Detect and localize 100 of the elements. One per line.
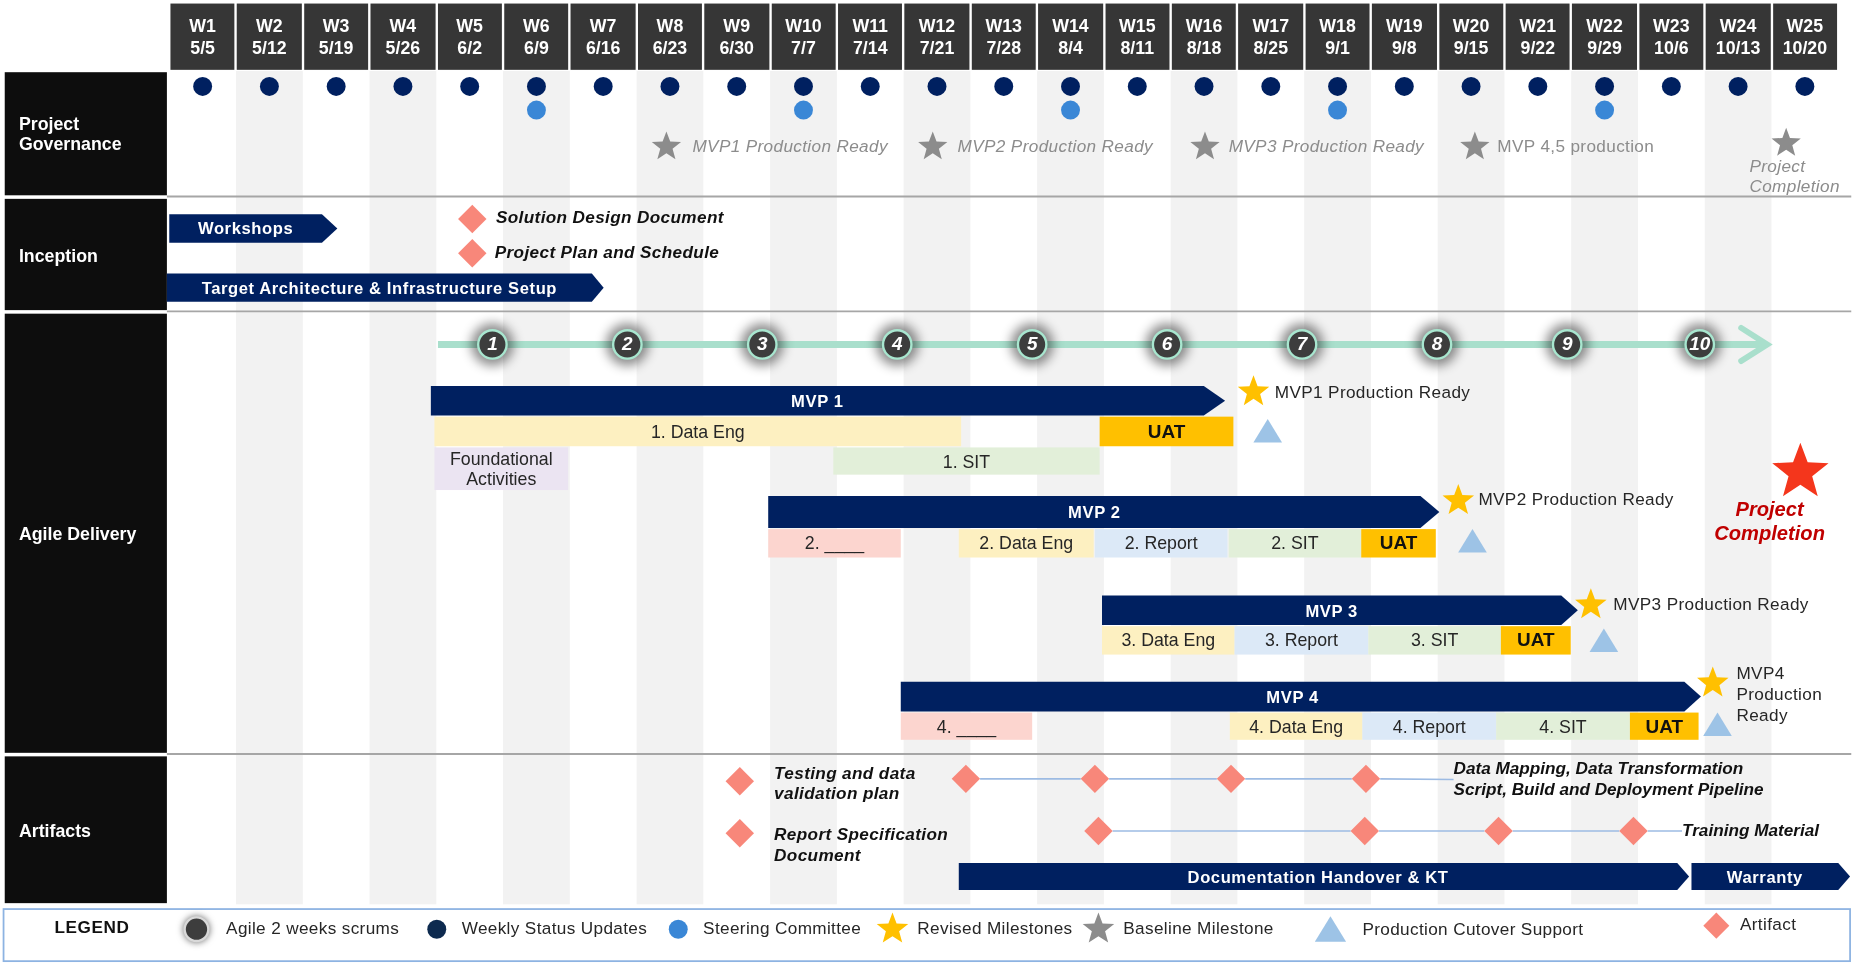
legend-label: Agile 2 weeks scrums <box>226 918 400 940</box>
week-header: W22 9/29 <box>1572 3 1637 70</box>
task-bar: 2. SIT <box>1228 529 1362 558</box>
week-header: W8 6/23 <box>637 3 703 70</box>
milestone-label: MVP 4,5 production <box>1497 136 1656 157</box>
week-header: W25 10/20 <box>1772 3 1838 70</box>
week-header: W13 7/28 <box>971 3 1036 70</box>
week-header: W20 9/15 <box>1438 3 1504 70</box>
legend-label: Baseline Milestone <box>1123 918 1274 940</box>
milestone-label: MVP4 Production Ready <box>1736 664 1824 726</box>
connector-line <box>1379 778 1455 781</box>
sprint-circle: 1 <box>477 329 508 360</box>
sprint-circle: 3 <box>746 329 778 360</box>
task-bar: UAT <box>1500 626 1571 655</box>
task-bar: 1. Data Eng <box>434 416 962 447</box>
sprint-circle: 7 <box>1286 329 1318 360</box>
task-bar: UAT <box>1099 416 1234 447</box>
artifact-label: Data Mapping, Data Transformation Script, Build and Deployment Pipeline <box>1453 757 1797 802</box>
week-header: W12 7/21 <box>904 3 970 70</box>
legend-label: Steering Committee <box>703 918 862 940</box>
row-label: Artifacts <box>4 756 167 904</box>
week-header: W17 8/25 <box>1238 3 1303 70</box>
row-label: Agile Delivery <box>4 313 167 753</box>
week-header: W2 5/12 <box>237 3 302 70</box>
milestone-label: MVP3 Production Ready <box>1613 594 1810 615</box>
milestone-label: Project Completion <box>1713 498 1826 547</box>
task-bar: 1. SIT <box>833 447 1100 475</box>
week-header: W14 8/4 <box>1038 3 1103 70</box>
milestone-label: MVP3 Production Ready <box>1228 136 1426 157</box>
week-header: W16 8/18 <box>1171 3 1237 70</box>
phase-bar: MVP 3 <box>1102 595 1578 625</box>
connector-line <box>1111 830 1352 832</box>
legend-title: LEGEND <box>54 917 131 938</box>
sprint-circle: 5 <box>1016 329 1048 360</box>
legend-label: Production Cutover Support <box>1362 919 1584 941</box>
sprint-circle: 10 <box>1684 329 1716 360</box>
phase-bar: MVP 4 <box>900 681 1701 712</box>
phase-bar: Workshops <box>169 214 338 243</box>
task-bar: 4. Data Eng <box>1229 712 1363 740</box>
phase-bar: Warranty <box>1691 862 1851 891</box>
connector-line <box>1511 830 1621 832</box>
task-bar: UAT <box>1361 529 1436 558</box>
task-bar: 4. Report <box>1362 712 1497 740</box>
phase-bar: MVP 2 <box>768 495 1440 528</box>
week-header: W11 7/14 <box>838 3 903 70</box>
artifact-label: Report Specification Document <box>774 825 950 867</box>
week-header: W9 6/30 <box>704 3 769 70</box>
milestone-label: MVP2 Production Ready <box>957 136 1154 157</box>
diamond-shape <box>1351 764 1381 794</box>
task-bar: 3. Report <box>1234 626 1369 655</box>
week-header: W3 5/19 <box>303 3 369 70</box>
week-header: W24 10/13 <box>1705 3 1771 70</box>
week-header: W5 6/2 <box>437 3 502 70</box>
connector-line <box>1108 778 1218 780</box>
week-header: W19 9/8 <box>1372 3 1437 70</box>
artifact-label: Testing and data validation plan <box>774 763 917 805</box>
week-header: W4 5/26 <box>370 3 436 70</box>
milestone-label: Project Completion <box>1749 156 1841 196</box>
week-header: W23 10/6 <box>1639 3 1704 70</box>
diamond-shape <box>1619 816 1648 846</box>
legend-label: Weekly Status Updates <box>461 918 648 940</box>
task-bar: 2. Data Eng <box>958 529 1094 558</box>
sprint-circle: 9 <box>1551 329 1583 360</box>
diamond-shape <box>1216 764 1246 794</box>
connector-line <box>979 778 1082 780</box>
diamond-shape <box>1080 764 1110 794</box>
diamond-shape <box>1350 816 1379 846</box>
task-bar: Foundational Activities <box>434 447 569 491</box>
artifact-label: Project Plan and Schedule <box>494 242 721 264</box>
milestone-label: MVP1 Production Ready <box>692 136 889 157</box>
diamond-shape <box>951 764 981 794</box>
task-bar: 2. Report <box>1094 529 1228 558</box>
diamond-shape <box>1484 816 1513 846</box>
task-bar: 3. SIT <box>1368 626 1501 655</box>
task-bar: 4. ____ <box>900 712 1033 740</box>
sprint-circle: 4 <box>881 329 913 360</box>
task-bar: 4. SIT <box>1496 712 1630 740</box>
task-bar: 3. Data Eng <box>1102 626 1235 655</box>
week-header: W6 6/9 <box>504 3 569 70</box>
sprint-circle: 8 <box>1421 329 1453 360</box>
diamond-shape <box>1084 816 1113 846</box>
legend-label: Revised Milestones <box>917 918 1073 940</box>
week-header: W21 9/22 <box>1505 3 1570 70</box>
row-label: Project Governance <box>4 72 167 196</box>
week-header: W1 5/5 <box>170 3 235 70</box>
phase-bar: MVP 1 <box>430 385 1226 416</box>
connector-line <box>1378 830 1486 832</box>
legend-label: Artifact <box>1740 915 1797 936</box>
week-header: W7 6/16 <box>571 3 636 70</box>
sprint-circle: 2 <box>611 329 643 360</box>
row-label: Inception <box>4 198 167 311</box>
week-header: W18 9/1 <box>1305 3 1370 70</box>
phase-bar: Target Architecture & Infrastructure Setup <box>166 273 604 302</box>
milestone-label: MVP2 Production Ready <box>1478 490 1675 511</box>
artifact-label: Solution Design Document <box>495 207 725 228</box>
artifact-label: Training Material <box>1682 819 1848 843</box>
week-header: W15 8/11 <box>1105 3 1170 70</box>
sprint-circle: 6 <box>1151 329 1183 360</box>
task-bar: 2. ____ <box>768 529 901 558</box>
connector-line <box>1244 778 1353 780</box>
